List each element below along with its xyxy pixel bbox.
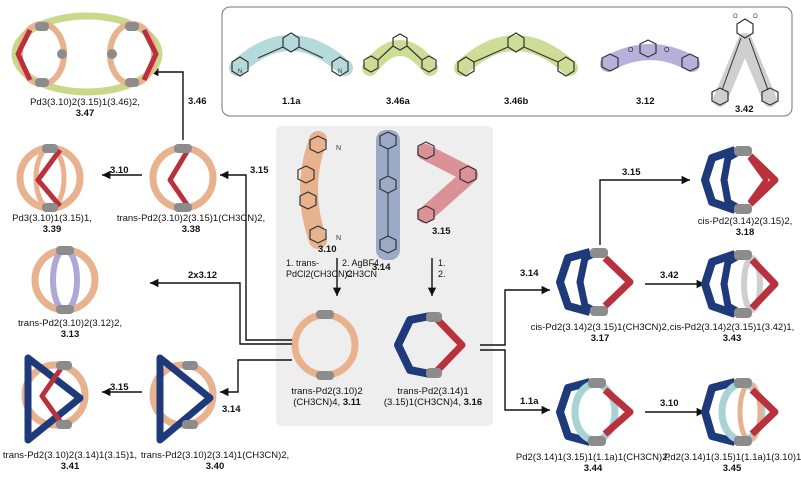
cage-3-47 [11,12,163,96]
cage-3-39 [16,144,84,212]
cage-3-13 [31,246,99,314]
compound-formula: cis-Pd2(3.14)2(3.15)2, [697,216,793,227]
step-1b-label: PdCl2(CH3CN)2 [286,269,353,279]
compound-number: 3.18 [735,227,755,238]
ligand-1-1a-structure: N N [229,32,353,77]
step-2b-label: CH3CN [346,269,378,279]
arrow-label-3-10-r: 3.10 [660,398,679,409]
cage-3-41 [21,354,89,444]
compound-formula: cis-Pd2(3.14)2(3.15)1(CH3CN)2, [530,322,670,333]
ligand-label-3-15: 3.15 [432,226,451,237]
ligand-label-3-10: 3.10 [318,244,337,255]
compound-number: 3.38 [181,224,201,235]
ligand-label-3-14: 3.14 [372,262,391,273]
ligand-label: 1.1a [282,96,301,107]
svg-text:O: O [664,47,670,54]
svg-text:N: N [338,69,342,75]
svg-text:O: O [628,47,634,54]
svg-text:O: O [753,14,758,20]
arrow-label-3-14-r: 3.14 [520,268,539,279]
svg-text:O: O [733,14,738,20]
compound-formula: trans-Pd2(3.10)2 [291,386,363,397]
compound-3-44: Pd2(3.14)1(3.15)1(1.1a)1(CH3CN)2, 3.44 [508,452,678,474]
arrow-label-3-15-r: 3.15 [622,167,641,178]
compound-formula: trans-Pd2(3.10)2(3.14)1(3.15)1, [2,450,138,461]
compound-number: 3.17 [590,333,610,344]
compound-formula-2: (3.15)1(CH3CN)4, [383,397,461,408]
compound-number: 3.45 [722,463,742,474]
compound-3-38: trans-Pd2(3.10)2(3.15)1(CH3CN)2, 3.38 [116,213,266,235]
compound-formula: trans-Pd2(3.10)2(3.12)2, [17,318,123,329]
ligand-label: 3.46b [504,96,529,107]
cage-3-18 [701,146,779,214]
cage-3-43 [701,250,779,318]
cage-3-44 [556,378,634,446]
ligand-label: 3.46a [386,96,410,107]
ligand-panel [221,6,793,117]
compound-formula-2: (CH3CN)4, [293,397,341,408]
ligand-3-46b-structure [454,32,578,77]
arrow-label-3-14-l: 3.14 [222,404,241,415]
compound-number: 3.47 [75,108,95,119]
ligand-label: 3.12 [636,96,655,107]
compound-3-39: Pd3(3.10)1(3.15)1, 3.39 [2,213,102,235]
ligand-label: 3.42 [735,104,754,115]
cage-3-11 [291,310,359,380]
compound-formula: cis-Pd2(3.14)2(3.15)1(3.42)1, [669,322,795,333]
compound-3-16: trans-Pd2(3.14)1 (3.15)1(CH3CN)4, 3.16 [378,386,488,408]
arrow-label-3-10: 3.10 [110,165,129,176]
compound-3-43: cis-Pd2(3.14)2(3.15)1(3.42)1, 3.43 [664,322,800,344]
arrow-label-2x3-12: 2x3.12 [188,270,218,281]
compound-3-17: cis-Pd2(3.14)2(3.15)1(CH3CN)2, 3.17 [520,322,680,344]
step-2r-label: 2. [438,269,446,279]
compound-formula: Pd3(3.10)1(3.15)1, [12,213,92,224]
arrow-label-3-15-b: 3.15 [110,382,129,393]
ligand-3-42-structure: O O [711,14,779,107]
ligand-3-15-structure [417,141,478,224]
compound-3-13: trans-Pd2(3.10)2(3.12)2, 3.13 [10,318,130,340]
cage-3-45 [701,378,779,446]
arrow-label-3-42: 3.42 [660,270,679,281]
compound-formula: trans-Pd2(3.10)2(3.14)1(CH3CN)2, [140,450,290,461]
compound-3-11: trans-Pd2(3.10)2 (CH3CN)4, 3.11 [282,386,372,408]
arrow-label-3-15: 3.15 [250,165,269,176]
step-2-label: 2. AgBF4, [342,258,382,268]
svg-text:N: N [336,145,341,152]
ligand-3-10-structure: N N [297,131,341,249]
arrow-label-1-1a: 1.1a [520,396,539,407]
ligand-3-46a-structure [362,33,438,76]
compound-number: 3.40 [205,461,225,472]
cage-3-16 [394,312,466,378]
cage-3-17 [556,248,634,316]
compound-formula: trans-Pd2(3.14)1 [397,386,469,397]
step-1r-label: 1. [438,258,446,268]
arrow-label-3-46: 3.46 [188,96,207,107]
compound-formula: Pd3(3.10)2(3.15)1(3.46)2, [30,97,140,108]
compound-number: 3.43 [722,333,742,344]
ligand-3-12-structure: O O [600,39,700,72]
compound-number: 3.44 [583,463,603,474]
compound-number: 3.41 [60,461,80,472]
ligand-3-14-structure [376,130,400,260]
step-1-label: 1. trans- [286,258,320,268]
compound-3-47: Pd3(3.10)2(3.15)1(3.46)2, 3.47 [20,97,150,119]
svg-text:N: N [336,235,341,242]
compound-3-45: Pd2(3.14)1(3.15)1(1.1a)1(3.10)1, 3.45 [664,452,801,474]
compound-3-41: trans-Pd2(3.10)2(3.14)1(3.15)1, 3.41 [0,450,140,472]
compound-formula: Pd2(3.14)1(3.15)1(1.1a)1(3.10)1, [664,452,801,463]
compound-number: 3.11 [342,397,361,408]
cage-3-40 [149,354,217,444]
compound-number: 3.39 [42,224,62,235]
compound-formula: Pd2(3.14)1(3.15)1(1.1a)1(CH3CN)2, [515,452,671,463]
cage-3-38 [149,144,217,212]
compound-number: 3.16 [463,397,483,408]
compound-formula: trans-Pd2(3.10)2(3.15)1(CH3CN)2, [116,213,266,224]
compound-3-40: trans-Pd2(3.10)2(3.14)1(CH3CN)2, 3.40 [140,450,290,472]
svg-text:N: N [238,69,242,75]
compound-3-18: cis-Pd2(3.14)2(3.15)2, 3.18 [690,216,800,238]
compound-number: 3.13 [60,329,80,340]
